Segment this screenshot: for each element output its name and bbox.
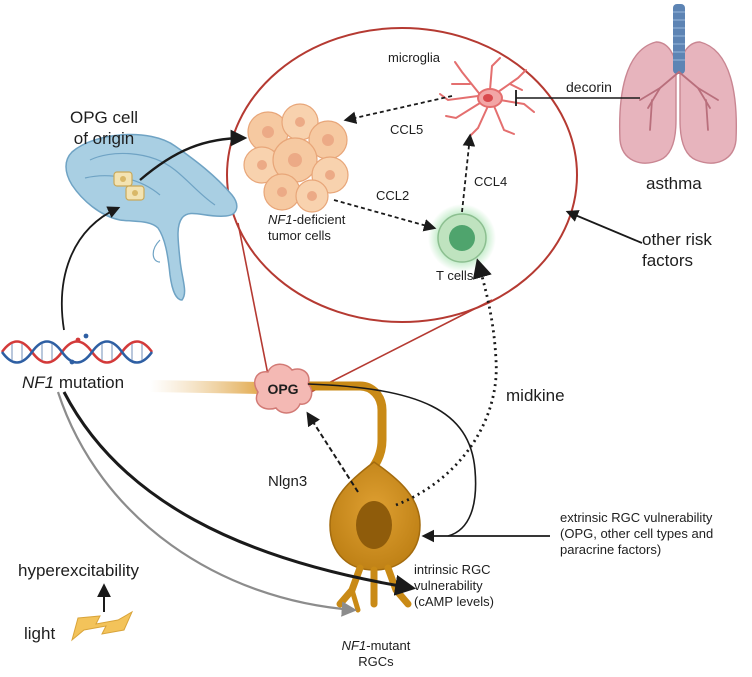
label-t-cells: T cells xyxy=(436,268,474,283)
label-light: light xyxy=(24,624,55,643)
label-midkine: midkine xyxy=(506,386,565,405)
arrow-midkine xyxy=(395,258,498,507)
dna-helix-illustration xyxy=(0,333,154,365)
label-asthma: asthma xyxy=(646,174,702,193)
tumor-microenvironment-circle xyxy=(226,27,578,323)
label-other-risk-line2: factors xyxy=(642,251,693,270)
label-intrinsic-line3: (cAMP levels) xyxy=(414,594,494,609)
label-hyperexcitability: hyperexcitability xyxy=(18,561,139,580)
label-nlgn3: Nlgn3 xyxy=(268,473,307,490)
label-rgcs-rest: -mutant xyxy=(366,638,410,653)
label-microglia: microglia xyxy=(388,50,441,65)
rgc-axon xyxy=(255,381,387,471)
lungs-illustration xyxy=(618,4,738,164)
label-ccl5: CCL5 xyxy=(390,122,423,137)
label-nf1-rest: mutation xyxy=(54,373,124,392)
label-extrinsic-line3: paracrine factors) xyxy=(560,542,661,557)
label-tumor-rest: -deficient xyxy=(293,212,346,227)
label-other-risk-line1: other risk xyxy=(642,230,712,249)
arrow-ccl5 xyxy=(343,95,453,124)
zoom-line-right xyxy=(304,299,493,396)
label-tumor-cells-line2: tumor cells xyxy=(268,228,331,243)
label-tumor-cells-line1: NF1-deficient xyxy=(268,212,346,227)
label-opg-origin-line1: OPG cell xyxy=(70,108,138,127)
label-ccl4: CCL4 xyxy=(474,174,507,189)
arrow-nf1-to-rgcs-gray xyxy=(56,391,358,617)
label-nf1-gene: NF1 xyxy=(22,373,54,392)
label-rgcs-gene: NF1 xyxy=(342,638,367,653)
label-tumor-gene: NF1 xyxy=(268,212,293,227)
label-intrinsic-line1: intrinsic RGC xyxy=(414,562,491,577)
tumor-cells-illustration xyxy=(243,103,349,213)
light-bolt-icon xyxy=(71,610,134,642)
label-opg: OPG xyxy=(267,381,298,397)
arrow-nf1-to-origin xyxy=(61,206,121,331)
label-decorin: decorin xyxy=(566,79,612,95)
label-extrinsic-line2: (OPG, other cell types and xyxy=(560,526,713,541)
label-rgcs-line2: RGCs xyxy=(358,654,394,669)
rgc-neuron-illustration xyxy=(329,461,421,613)
microglia-illustration xyxy=(439,57,535,137)
arrow-origin-to-tumor xyxy=(139,129,248,181)
label-opg-origin-line2: of origin xyxy=(74,129,134,148)
label-ccl2: CCL2 xyxy=(376,188,409,203)
label-intrinsic-line2: vulnerability xyxy=(414,578,483,593)
arrow-nlgn3 xyxy=(306,411,359,493)
arrow-nf1-to-rgc-intrinsic xyxy=(62,391,417,596)
arrow-opg-loop xyxy=(307,383,477,537)
zoom-line-left xyxy=(237,222,272,391)
arrow-other-risk xyxy=(565,210,643,244)
label-extrinsic-line1: extrinsic RGC vulnerability xyxy=(560,510,713,525)
arrow-ccl4 xyxy=(461,133,476,213)
label-rgcs-line1: NF1-mutant xyxy=(342,638,411,653)
arrow-ccl2 xyxy=(333,199,437,232)
optic-nerve-fade xyxy=(150,380,262,394)
label-nf1-mutation: NF1 mutation xyxy=(22,373,124,392)
opg-cell-of-origin-illustration xyxy=(65,133,238,301)
t-cell-illustration xyxy=(428,204,496,272)
